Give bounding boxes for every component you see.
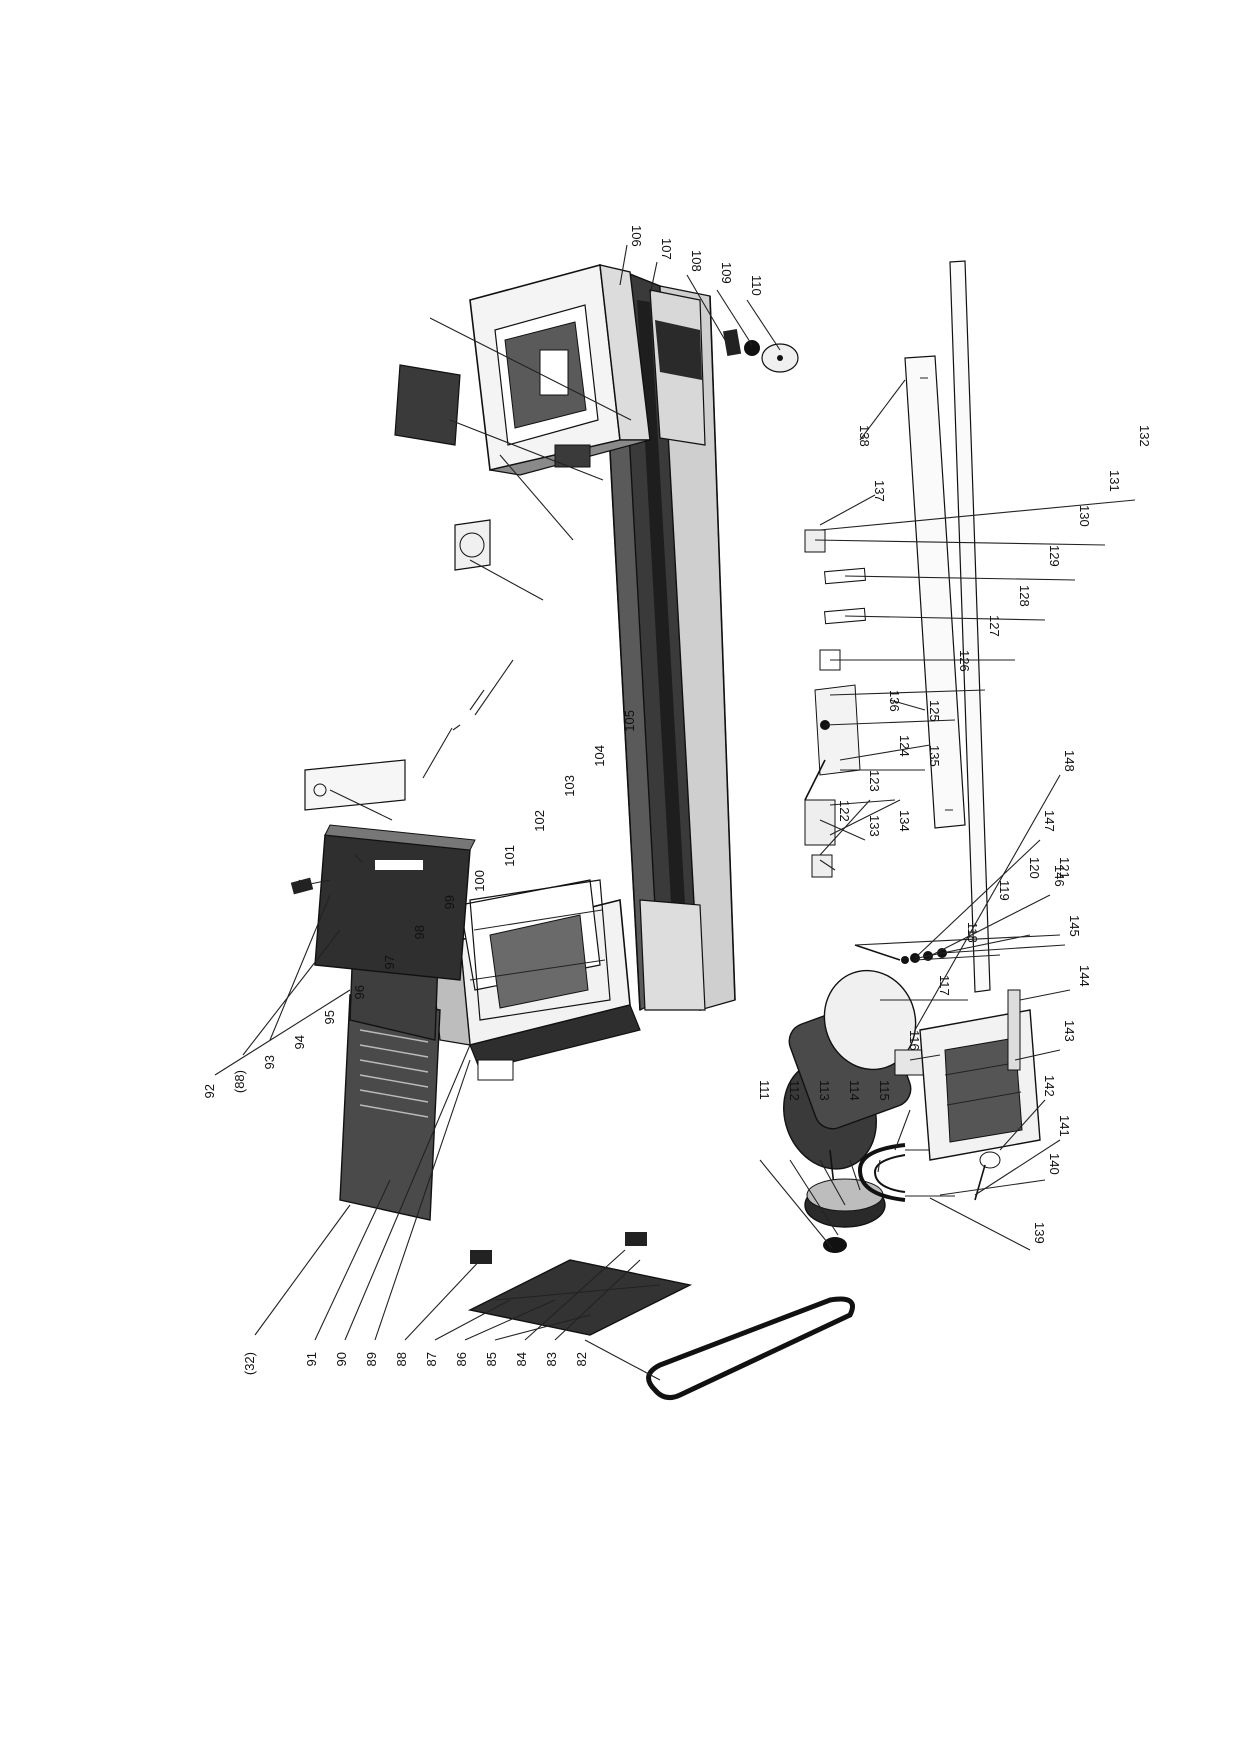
callouts-right: 139 140 141 142 143 144 145 146 147 148: [914, 750, 1092, 1251]
callout-131: 131: [1107, 470, 1122, 492]
callout-32: (32): [242, 1352, 257, 1375]
callouts-upper: 92 (88) 93 94 95 96 97 98 99 100 101 102…: [202, 317, 637, 1098]
callout-86: 86: [454, 1352, 469, 1366]
base-housing: [429, 879, 706, 1081]
guide-rods: [904, 260, 991, 993]
mount-bracket: [854, 944, 1041, 1201]
callouts-top: 106 107 108 109 110: [619, 225, 781, 351]
head-housing: [469, 263, 706, 476]
callout-126: 126: [957, 650, 972, 672]
callout-118: 118: [965, 922, 980, 943]
callout-132: 132: [1137, 425, 1152, 447]
callout-95: 95: [322, 1010, 337, 1024]
callout-105: 105: [622, 710, 637, 732]
callout-96: 96: [352, 985, 367, 999]
callout-123: 123: [867, 770, 882, 792]
callout-106: 106: [629, 225, 644, 247]
callout-145: 145: [1067, 915, 1082, 937]
callout-100: 100: [472, 870, 487, 892]
callout-121: 121: [1057, 857, 1072, 879]
callout-146: 146: [1052, 865, 1067, 887]
callout-85: 85: [484, 1352, 499, 1366]
callout-91: 91: [304, 1352, 319, 1366]
callout-115: 115: [877, 1080, 892, 1101]
callout-141: 141: [1057, 1115, 1072, 1137]
callout-140: 140: [1047, 1153, 1062, 1175]
motor-assembly: [783, 969, 955, 1253]
adjuster-parts: [723, 328, 799, 373]
callout-88b: (88): [232, 1070, 247, 1093]
callout-93: 93: [262, 1055, 277, 1069]
callout-119: 119: [997, 880, 1012, 901]
callout-127: 127: [987, 615, 1002, 637]
side-panels: [290, 364, 491, 1221]
small-parts: [804, 529, 866, 878]
callout-103: 103: [562, 775, 577, 797]
callout-143: 143: [1062, 1020, 1077, 1042]
callout-117: 117: [937, 975, 952, 996]
callout-104: 104: [592, 745, 607, 767]
callout-90: 90: [334, 1352, 349, 1366]
callouts-left: (32) 91 90 89 88 87 86 85 84 83 82: [242, 1044, 661, 1381]
callout-122: 122: [837, 800, 852, 822]
callout-88: 88: [394, 1352, 409, 1366]
callout-120: 120: [1027, 857, 1042, 879]
callout-116: 116: [907, 1030, 922, 1051]
callout-148: 148: [1062, 750, 1077, 772]
callout-109: 109: [719, 262, 734, 284]
callout-114: 114: [847, 1080, 862, 1101]
callout-124: 124: [897, 735, 912, 757]
callout-102: 102: [532, 810, 547, 832]
callout-107: 107: [659, 238, 674, 260]
callout-139: 139: [1032, 1222, 1047, 1244]
callout-89: 89: [364, 1352, 379, 1366]
callout-137: 137: [872, 480, 887, 502]
callout-136: 136: [887, 690, 902, 712]
callouts-motor: 111 112 113 114 115 116 117 118 119 120 …: [757, 425, 1152, 1249]
main-frame: [599, 264, 736, 1011]
callout-84: 84: [514, 1352, 529, 1366]
callout-97: 97: [382, 955, 397, 969]
callout-99: 99: [442, 895, 457, 909]
callout-83: 83: [544, 1352, 559, 1366]
callout-147: 147: [1042, 810, 1057, 832]
callout-87: 87: [424, 1352, 439, 1366]
callout-135: 135: [927, 745, 942, 767]
callout-94: 94: [292, 1035, 307, 1049]
callout-129: 129: [1047, 545, 1062, 567]
callout-92: 92: [202, 1084, 217, 1098]
callout-98: 98: [412, 925, 427, 939]
callout-101: 101: [502, 845, 517, 867]
callout-134: 134: [897, 810, 912, 832]
callout-113: 113: [817, 1080, 832, 1101]
callout-82: 82: [574, 1352, 589, 1366]
callout-133: 133: [867, 815, 882, 837]
callout-108: 108: [689, 250, 704, 272]
callouts-lower: 133 134 135 136 137 138: [819, 379, 942, 856]
callout-112: 112: [787, 1080, 802, 1101]
drive-belt: [646, 1296, 855, 1401]
callout-130: 130: [1077, 505, 1092, 527]
callout-111: 111: [757, 1080, 772, 1100]
bottom-plate: [467, 1232, 693, 1336]
callout-144: 144: [1077, 965, 1092, 987]
callout-128: 128: [1017, 585, 1032, 607]
callout-138: 138: [857, 425, 872, 447]
callout-142: 142: [1042, 1075, 1057, 1097]
callout-110: 110: [749, 275, 764, 296]
callout-125: 125: [927, 700, 942, 722]
